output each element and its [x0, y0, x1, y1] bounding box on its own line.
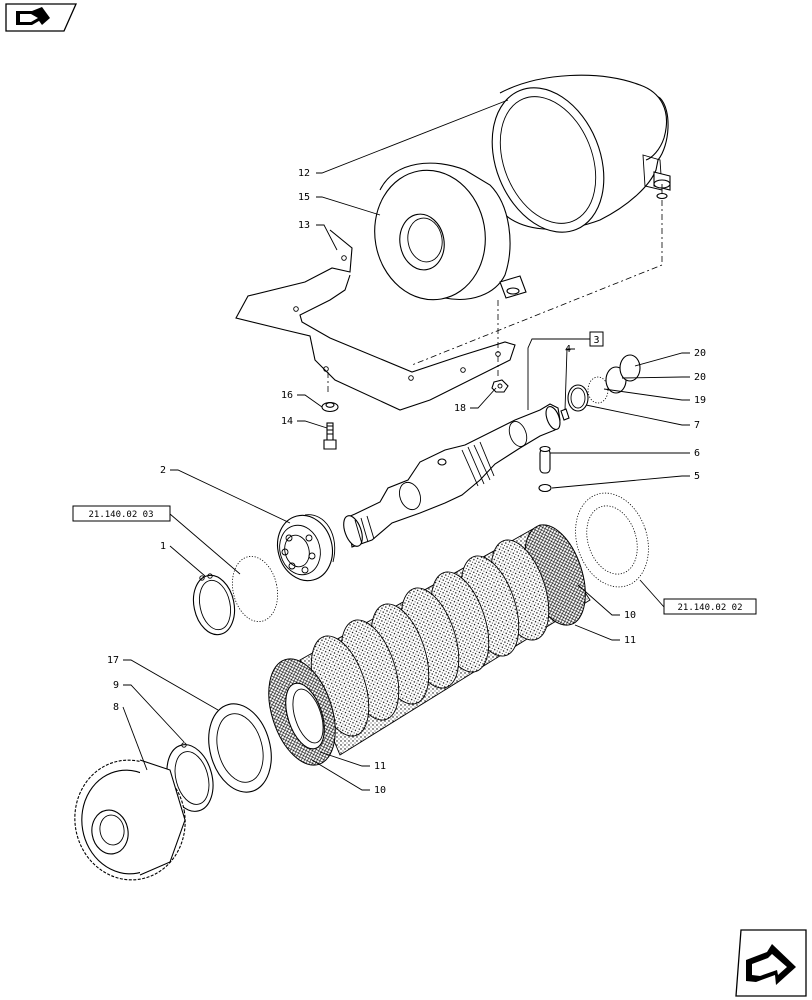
part-18-nut	[491, 379, 509, 393]
book-arrow-icon[interactable]	[5, 3, 78, 32]
part-8-gear	[74, 759, 186, 881]
ref-right-text: 21.140.02 02	[677, 603, 742, 613]
part-12-housing	[491, 74, 671, 233]
label-10b: 10	[374, 785, 386, 796]
part-labels: 12 15 13 16 14 18 4 20 20 19 7 6 5 2 1 1…	[107, 168, 706, 796]
label-10a: 10	[624, 610, 636, 621]
label-17: 17	[107, 655, 119, 666]
label-20b: 20	[694, 372, 706, 383]
label-6: 6	[694, 448, 700, 459]
part-6-pin	[539, 445, 551, 474]
leader-lines	[122, 99, 690, 791]
part-17-thrust-washer	[208, 703, 272, 793]
part-14-bolt	[323, 422, 337, 450]
label-1: 1	[160, 541, 166, 552]
label-12: 12	[298, 168, 310, 179]
part-19-ring	[587, 376, 609, 404]
ref-box-left[interactable]: 21.140.02 03	[72, 505, 171, 522]
part-3-shaft	[343, 403, 561, 548]
label-20a: 20	[694, 348, 706, 359]
part-4-key	[560, 408, 570, 421]
label-9: 9	[113, 680, 119, 691]
next-page-arrow-icon[interactable]	[735, 929, 807, 997]
clutch-pack	[268, 524, 591, 766]
ref-left-text: 21.140.02 03	[88, 510, 153, 520]
label-7: 7	[694, 420, 700, 431]
label-4: 4	[565, 344, 571, 355]
label-8: 8	[113, 702, 119, 713]
right-thrust-ring	[575, 492, 649, 588]
label-18: 18	[454, 403, 466, 414]
label-15: 15	[298, 192, 310, 203]
label-13: 13	[298, 220, 310, 231]
label-16: 16	[281, 390, 293, 401]
part-1-circlip	[192, 555, 278, 636]
part-5-o-ring	[538, 483, 552, 493]
label-11a: 11	[624, 635, 636, 646]
part-2-bearing	[277, 514, 336, 582]
part-3-callout: 3	[527, 331, 604, 410]
part-15-cover	[374, 162, 527, 301]
label-14: 14	[281, 416, 293, 427]
label-19: 19	[694, 395, 706, 406]
part-20-ring-b	[619, 354, 641, 382]
ref-box-right[interactable]: 21.140.02 02	[663, 598, 757, 615]
label-11b: 11	[374, 761, 386, 772]
part-16-washer	[321, 401, 339, 413]
label-5: 5	[694, 471, 700, 482]
label-2: 2	[160, 465, 166, 476]
assembly-centerline-1	[411, 200, 663, 366]
label-3: 3	[593, 335, 599, 346]
